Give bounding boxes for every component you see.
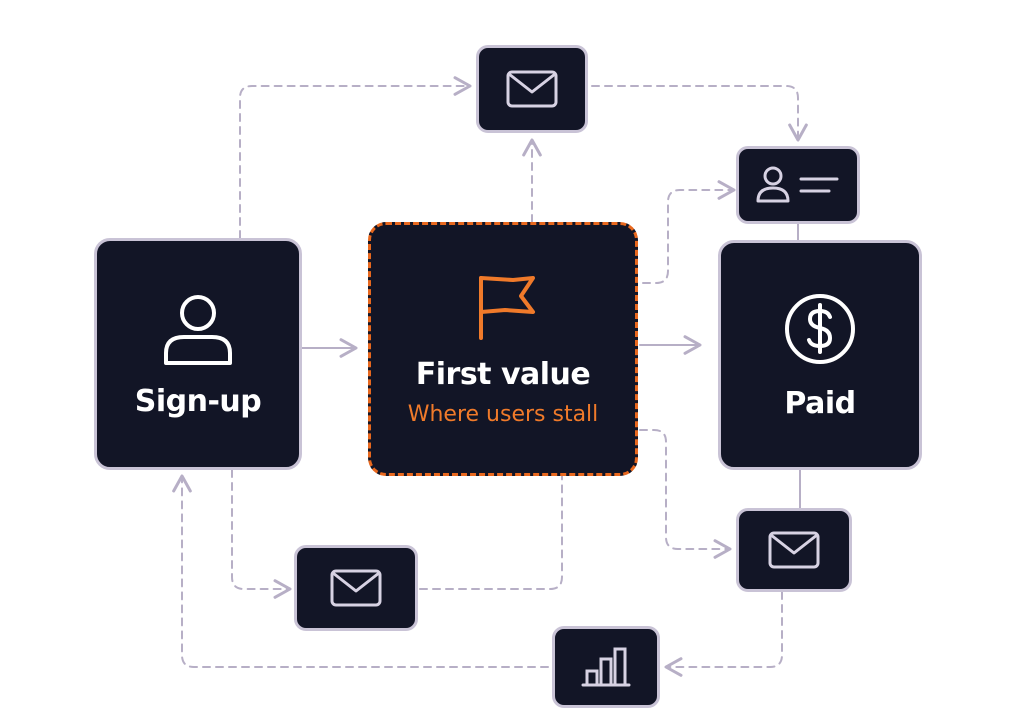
first-value-sublabel: Where users stall (407, 402, 599, 427)
connector-first-value-to-email-right (639, 429, 732, 559)
mail-icon (330, 569, 382, 607)
profile-card-icon (756, 166, 839, 203)
user-icon (164, 295, 232, 365)
connector-signup-to-email-top (239, 76, 472, 239)
mail-icon (506, 70, 558, 108)
paid-node[interactable]: Paid (718, 240, 922, 470)
dollar-icon (785, 294, 855, 364)
email-top-node[interactable] (476, 45, 588, 133)
paid-label: Paid (784, 386, 856, 421)
bar-chart-icon (581, 647, 631, 687)
connector-email-right-to-analytics (664, 591, 783, 677)
mail-icon (768, 531, 820, 569)
connector-email-top-to-profile (591, 85, 808, 142)
signup-node[interactable]: Sign-up (94, 238, 302, 470)
signup-label: Sign-up (134, 384, 262, 419)
flag-icon (479, 276, 535, 340)
analytics-node[interactable] (552, 626, 660, 708)
first-value-label: First value (415, 357, 591, 392)
connector-first-value-to-profile (642, 180, 736, 284)
connector-email-left-to-first-value (419, 475, 563, 590)
email-bottom-left-node[interactable] (294, 545, 418, 631)
connector-analytics-to-signup (172, 474, 549, 668)
email-bottom-right-node[interactable] (736, 508, 852, 592)
profile-node[interactable] (736, 146, 860, 224)
connector-signup-to-email-left (231, 469, 292, 599)
first-value-node[interactable]: First value Where users stall (368, 222, 638, 476)
